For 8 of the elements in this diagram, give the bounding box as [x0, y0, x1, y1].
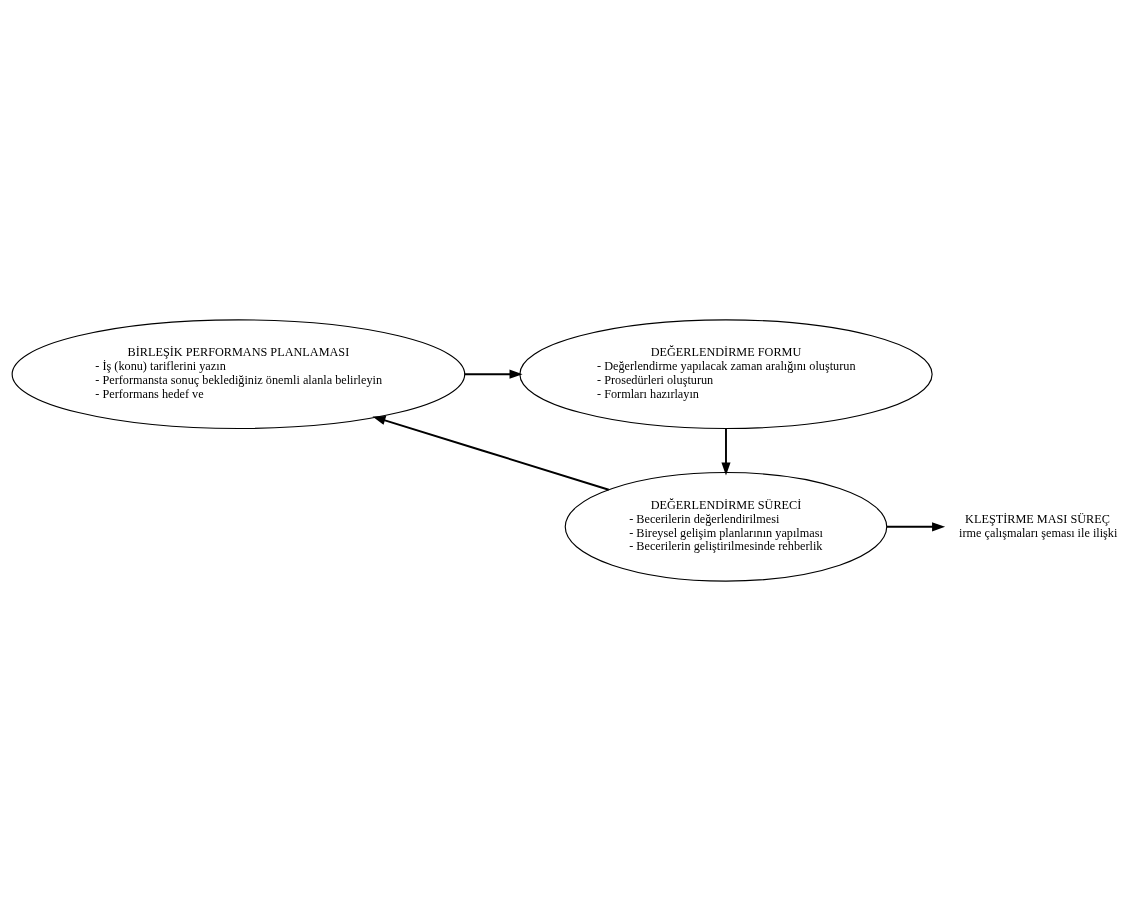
- arrow: [721, 426, 731, 476]
- node-ellipse: DEĞERLENDİRME SÜRECİ - Becerilerin değerlendirilmesi - Bireysel gelişim planlarının yapılması - Becerilerin geliştirilmesinde rehberlik: [564, 471, 888, 582]
- node-ellipse: DEĞERLENDİRME FORMU - Değerlendirme yapılacak zaman aralığını oluşturun - Prosedürleri oluşturun - Formları hazırlayın: [519, 318, 933, 429]
- arrow: [372, 415, 610, 491]
- arrow: [463, 369, 523, 379]
- node-ellipse: BİRLEŞİK PERFORMANS PLANLAMASI - İş (konu) tariflerini yazın - Performansta sonuç beklediğiniz önemli alanla belirleyin - Performans hedef ve: [11, 318, 466, 429]
- node-text: KLEŞTİRME MASI SÜREÇ irme çalışmaları şeması ile ilişki: [959, 511, 1118, 540]
- arrow: [885, 521, 946, 531]
